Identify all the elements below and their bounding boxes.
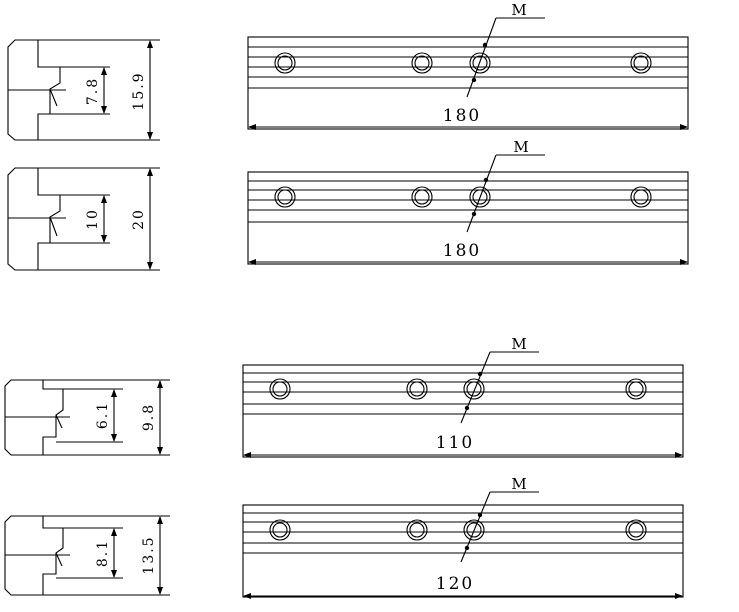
bolt-hole-inner bbox=[414, 55, 430, 71]
inner-dim-label-3: 6.1 bbox=[95, 401, 111, 429]
bolt-hole bbox=[411, 186, 433, 208]
outer-dim-label-1: 15.9 bbox=[131, 71, 147, 110]
bolt-hole bbox=[630, 52, 652, 74]
bolt-hole bbox=[463, 378, 485, 400]
bar-view-4: M 120 bbox=[242, 475, 684, 599]
marker-label-3: M bbox=[511, 335, 526, 353]
profile-section-4: 8.1 13.5 bbox=[4, 515, 170, 596]
thread-leader-3 bbox=[460, 351, 491, 424]
bolt-hole-inner bbox=[633, 55, 649, 71]
bolt-hole bbox=[274, 52, 296, 74]
bolt-hole-inner bbox=[277, 189, 293, 205]
bolt-hole-inner bbox=[633, 189, 649, 205]
profile-section-3: 6.1 9.8 bbox=[4, 379, 170, 456]
marker-label-2: M bbox=[513, 138, 528, 156]
marker-label-4: M bbox=[511, 475, 526, 493]
bolt-hole-inner bbox=[466, 381, 482, 397]
bolt-hole bbox=[463, 519, 485, 541]
bolt-hole-inner bbox=[272, 522, 288, 538]
profile-section-2: 10 20 bbox=[7, 167, 160, 271]
bolt-hole bbox=[469, 52, 491, 74]
bolt-hole-inner bbox=[414, 189, 430, 205]
row-1: 7.8 15.9 M 180 bbox=[7, 1, 689, 141]
bolt-hole bbox=[630, 186, 652, 208]
bar-view-2: M 180 bbox=[247, 138, 689, 265]
leader-dot bbox=[477, 371, 483, 377]
profile-notch-3 bbox=[55, 414, 63, 429]
bolt-hole-inner bbox=[628, 381, 644, 397]
length-label-2: 180 bbox=[443, 241, 481, 261]
profile-notch-2 bbox=[49, 216, 58, 237]
bolt-hole-inner bbox=[272, 381, 288, 397]
leader-dot bbox=[464, 545, 470, 551]
bolt-hole bbox=[406, 519, 428, 541]
bolt-hole-inner bbox=[409, 381, 425, 397]
length-label-4: 120 bbox=[436, 574, 474, 594]
bolt-hole bbox=[625, 519, 647, 541]
row-2: 10 20 M 180 bbox=[7, 138, 689, 271]
bolt-hole bbox=[269, 378, 291, 400]
outer-dim-label-2: 20 bbox=[131, 208, 147, 230]
leader-dot bbox=[471, 211, 477, 217]
profile-outline-3 bbox=[4, 379, 64, 456]
bar-view-3: M 110 bbox=[242, 335, 684, 458]
profile-notch-4 bbox=[55, 552, 63, 567]
thread-leader-2 bbox=[466, 154, 497, 233]
leader-dot bbox=[471, 77, 477, 83]
bolt-hole bbox=[406, 378, 428, 400]
row-3: 6.1 9.8 M 110 bbox=[4, 335, 684, 458]
thread-leader-1 bbox=[466, 17, 497, 98]
bar-view-1: M 180 bbox=[247, 1, 689, 130]
profile-outline-4 bbox=[4, 515, 64, 596]
leader-dot bbox=[483, 177, 489, 183]
bolt-hole bbox=[269, 519, 291, 541]
bolt-hole-inner bbox=[472, 189, 488, 205]
profile-outline-2 bbox=[7, 167, 61, 271]
inner-dim-label-4: 8.1 bbox=[95, 539, 111, 567]
bolt-hole-inner bbox=[472, 55, 488, 71]
length-label-3: 110 bbox=[436, 433, 474, 453]
outer-dim-label-4: 13.5 bbox=[141, 535, 157, 574]
bolt-hole bbox=[625, 378, 647, 400]
inner-dim-label-2: 10 bbox=[85, 208, 101, 230]
thread-leader-4 bbox=[460, 491, 491, 563]
row-4: 8.1 13.5 M 120 bbox=[4, 475, 684, 599]
leader-dot bbox=[464, 405, 470, 411]
profile-section-1: 7.8 15.9 bbox=[7, 39, 160, 141]
profile-notch-1 bbox=[49, 88, 58, 107]
bolt-hole bbox=[469, 186, 491, 208]
bolt-hole-inner bbox=[409, 522, 425, 538]
bolt-hole-inner bbox=[277, 55, 293, 71]
inner-dim-label-1: 7.8 bbox=[85, 77, 101, 105]
leader-dot bbox=[477, 512, 483, 518]
bolt-hole-inner bbox=[466, 522, 482, 538]
bolt-hole bbox=[274, 186, 296, 208]
bolt-hole bbox=[411, 52, 433, 74]
marker-label-1: M bbox=[511, 1, 526, 19]
length-label-1: 180 bbox=[443, 106, 481, 126]
leader-dot bbox=[482, 42, 488, 48]
bolt-hole-inner bbox=[628, 522, 644, 538]
outer-dim-label-3: 9.8 bbox=[141, 403, 157, 431]
